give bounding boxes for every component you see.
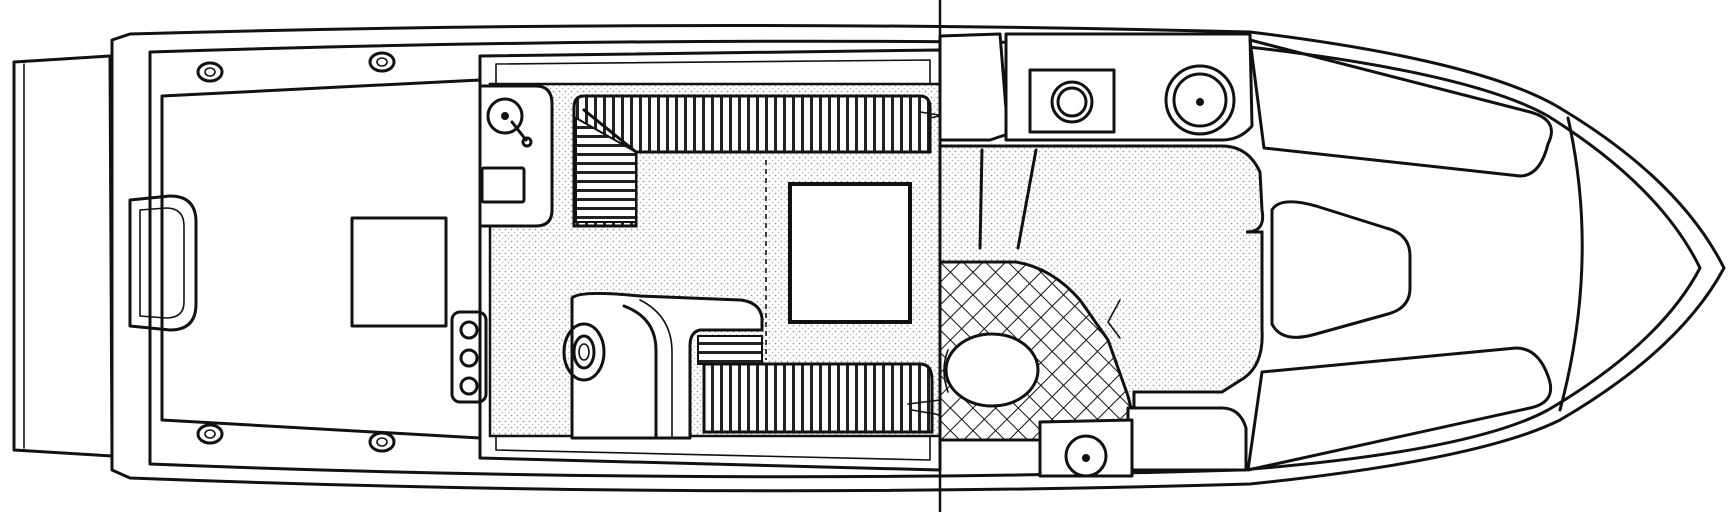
settee-upper <box>572 94 959 228</box>
forward-bulkhead-lower <box>1038 406 1248 478</box>
forward-bulkhead-upper <box>938 32 1254 142</box>
settee-lower <box>697 335 947 434</box>
deck-fittings <box>196 51 396 453</box>
helm-seat <box>562 291 764 440</box>
forward-vberth <box>1246 38 1584 472</box>
cockpit-hatch <box>350 216 448 328</box>
transom-fittings <box>450 310 488 404</box>
salon-table <box>765 160 912 360</box>
galley-sink <box>478 84 554 228</box>
head-toilet <box>943 332 1040 408</box>
swim-platform <box>12 54 114 458</box>
